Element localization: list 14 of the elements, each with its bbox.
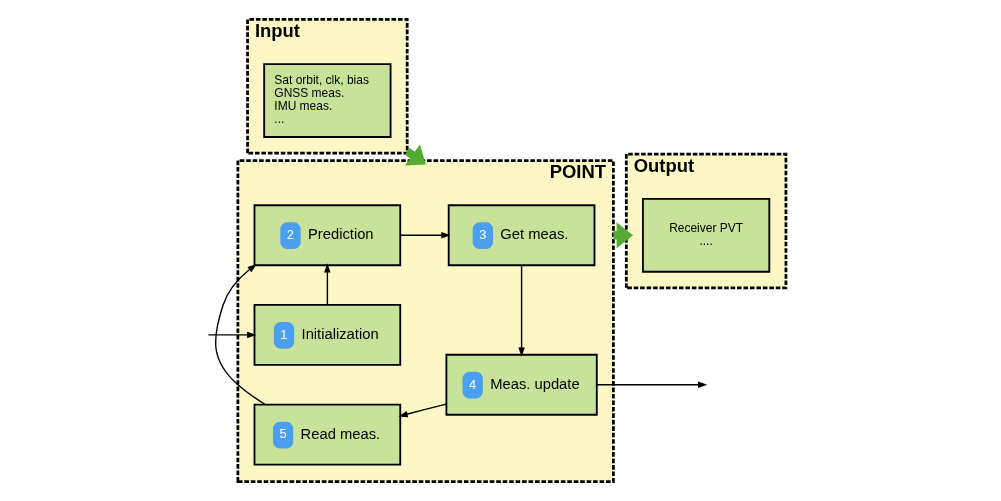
- arrow: [399, 232, 451, 239]
- arrow: [214, 264, 266, 406]
- node-box: 3 Get meas.: [447, 204, 596, 267]
- arrow: [324, 263, 331, 306]
- node-box: 2 Prediction: [253, 204, 402, 267]
- node-box: 5 Read meas.: [253, 403, 402, 466]
- arrow: [207, 331, 257, 339]
- node-box: 1 Initialization: [253, 304, 402, 366]
- node-box: Sat orbit, clk, bias GNSS meas. IMU meas. ...: [263, 63, 392, 138]
- node-box: 4 Meas. update: [445, 353, 598, 416]
- arrow: [518, 264, 525, 357]
- node-box: Receiver PVT ....: [642, 197, 771, 273]
- arrow: [398, 403, 447, 418]
- arrow: [596, 381, 708, 388]
